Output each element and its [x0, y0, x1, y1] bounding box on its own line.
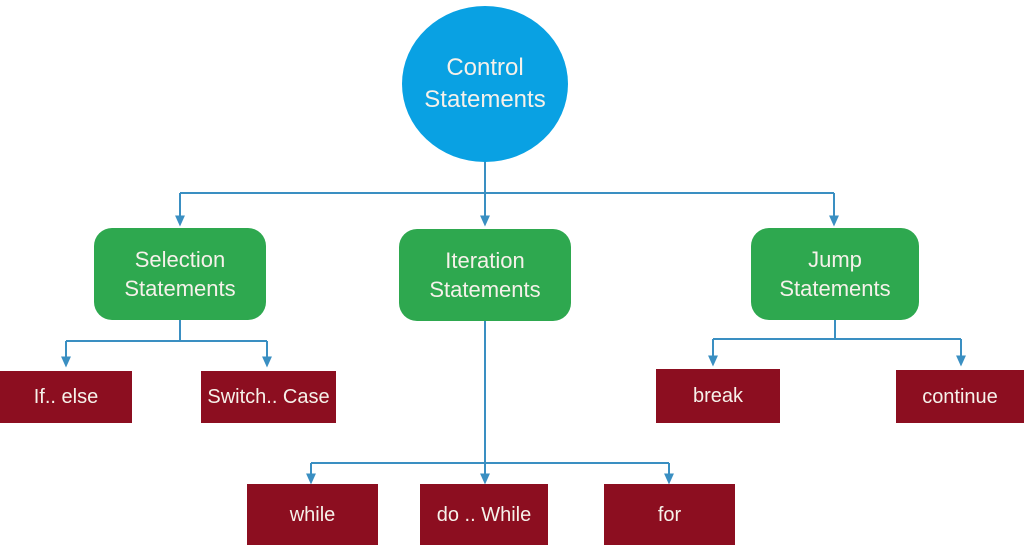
root-node-label: Control Statements	[424, 54, 546, 113]
leaf-node-for: for	[604, 484, 735, 545]
branch-node-label: Jump Statements	[779, 247, 891, 301]
leaf-node-break: break	[656, 369, 780, 423]
leaf-node-label: while	[289, 503, 336, 526]
leaf-node-label: If.. else	[33, 386, 99, 408]
root-node-control-statements: Control Statements	[402, 6, 568, 162]
branch-node-label: Selection Statements	[124, 247, 236, 301]
branch-node-selection-statements: Selection Statements	[94, 228, 266, 320]
branch-node-jump-statements: Jump Statements	[751, 228, 919, 320]
leaf-node-if-else: If.. else	[0, 371, 132, 423]
jump-to-leaves-connector	[708, 320, 966, 367]
leaf-node-label: do .. While	[436, 503, 532, 526]
leaf-node-switch-case: Switch.. Case	[201, 371, 336, 423]
branch-node-iteration-statements: Iteration Statements	[399, 229, 571, 321]
selection-to-leaves-connector	[61, 320, 272, 368]
leaf-node-label: continue	[922, 385, 998, 408]
iteration-to-leaves-connector	[306, 321, 674, 485]
leaf-node-label: break	[692, 385, 744, 407]
root-to-branches-connector	[175, 160, 839, 227]
leaf-node-label: for	[657, 503, 682, 526]
leaf-node-label: Switch.. Case	[207, 386, 330, 408]
branch-node-label: Iteration Statements	[429, 248, 541, 302]
leaf-node-while: while	[247, 484, 378, 545]
leaf-node-do-while: do .. While	[420, 484, 548, 545]
leaf-node-continue: continue	[896, 370, 1024, 423]
